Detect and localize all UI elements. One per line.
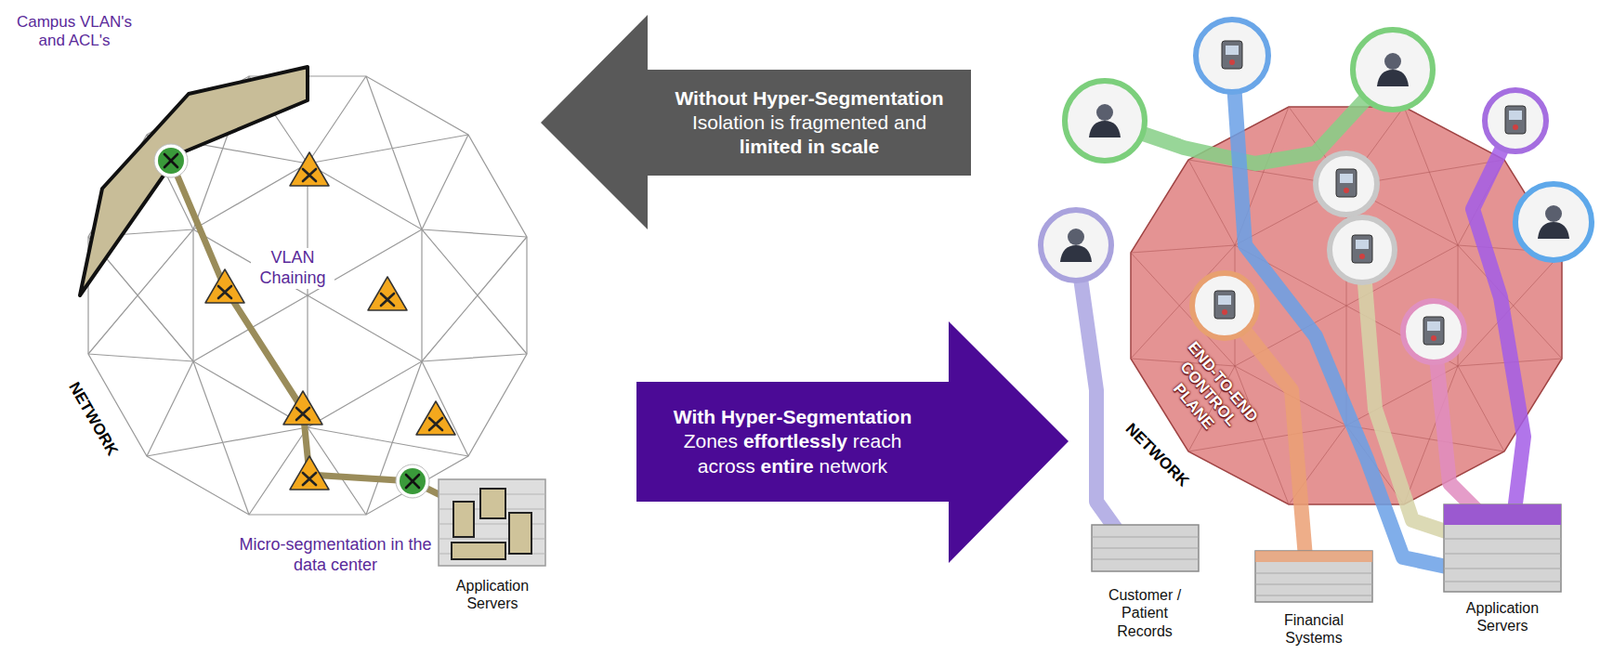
vlan-chain-path — [170, 160, 445, 498]
pipe — [1232, 55, 1469, 572]
green-node-icon — [395, 464, 430, 499]
green-node-icon — [154, 144, 188, 178]
text-word: in — [807, 135, 826, 158]
arrow-text: Without Hyper-SegmentationIsolation is f… — [647, 69, 971, 176]
text-word: is — [770, 111, 785, 133]
arrow-heading: With Hyper-Segmentation — [673, 405, 913, 430]
text-word: reach — [852, 430, 903, 452]
pipe — [1075, 245, 1120, 535]
left-arrow: Without Hyper-SegmentationIsolation is f… — [540, 14, 971, 230]
text-word: and — [893, 111, 927, 133]
arrow-heading: Without Hyper-Segmentation — [674, 86, 944, 111]
text-word: effortlessly — [743, 430, 848, 452]
text-word: fragmented — [789, 111, 889, 133]
text-word: entire — [760, 455, 814, 477]
text-word: across — [697, 455, 756, 477]
text-word: network — [819, 455, 889, 477]
path-label: VLAN Chaining — [250, 248, 335, 289]
warning-icon — [367, 276, 407, 311]
warning-icon — [283, 391, 323, 425]
pipe — [1224, 305, 1306, 558]
warning-icon — [289, 456, 329, 490]
warning-icon — [289, 152, 329, 186]
warning-icon — [205, 269, 245, 303]
warning-icon — [416, 401, 456, 435]
server-label: Application Servers — [441, 577, 544, 613]
server-label: Application Servers — [1451, 599, 1554, 635]
arrow-body: Isolation is fragmented and limited in s… — [669, 110, 949, 160]
arrow-fill — [636, 321, 1069, 564]
text-word: Zones — [683, 430, 738, 452]
network-label: NETWORK — [64, 379, 122, 460]
pipe — [1472, 120, 1524, 512]
left-app-servers — [438, 479, 546, 566]
server-label: Customer / Patient Records — [1101, 586, 1188, 641]
text-word: scale — [830, 135, 880, 158]
endpoint-bubbles — [1040, 19, 1592, 363]
text-word: Isolation — [692, 111, 765, 133]
text-word: limited — [739, 135, 803, 158]
region-label: Campus VLAN's and ACL's — [9, 13, 140, 52]
arrow-text: With Hyper-SegmentationZones effortlessl… — [636, 381, 949, 502]
region-label: Micro-segmentation in the data center — [236, 535, 436, 576]
arrow-fill — [540, 14, 971, 230]
right-arrow: With Hyper-SegmentationZones effortlessl… — [636, 321, 1069, 564]
arrow-body: Zones effortlessly reach across entire n… — [653, 429, 932, 479]
server-label: Financial Systems — [1271, 611, 1357, 647]
